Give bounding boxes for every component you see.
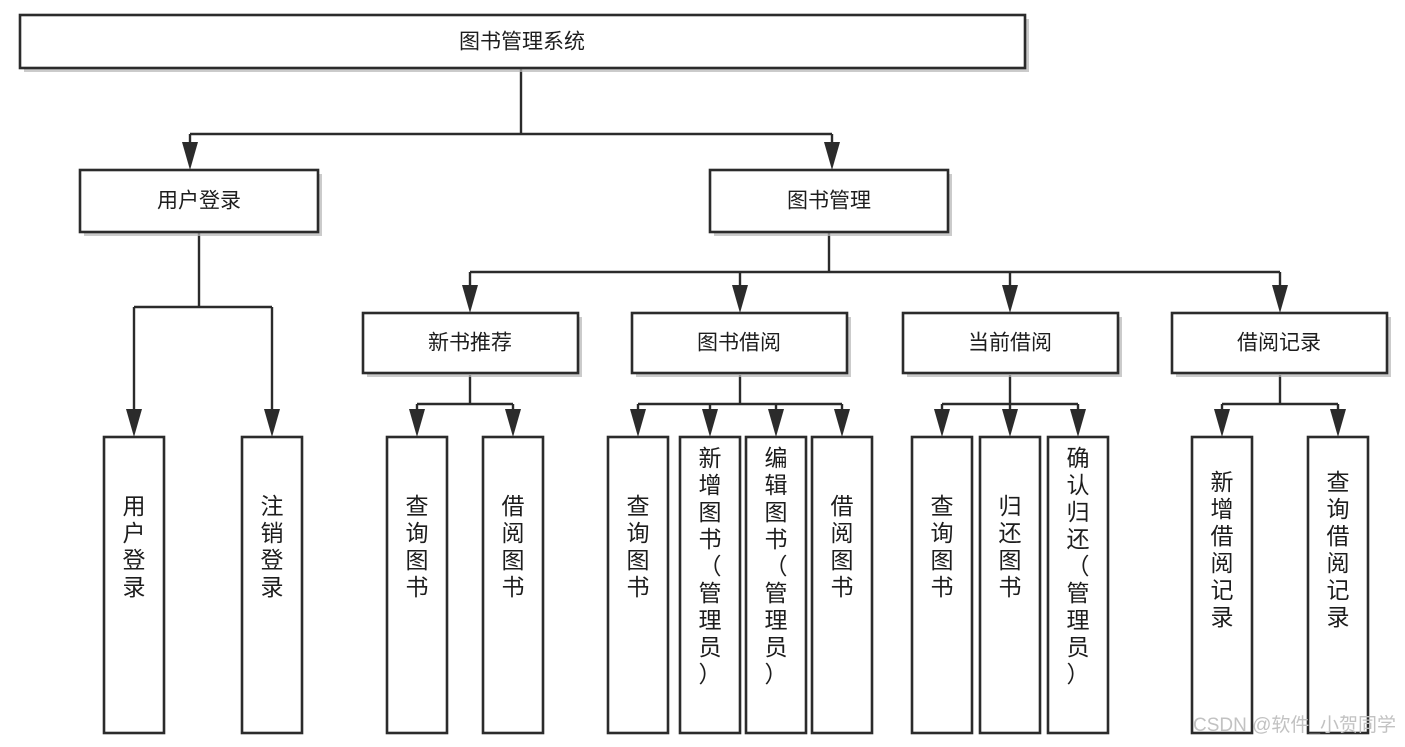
node-leaf-add-book[interactable]: 新增图书（管理员） — [678, 435, 742, 735]
arrow-head-user-login — [182, 142, 198, 170]
node-leaf-user-login-box — [102, 435, 166, 735]
node-book-borrow-label: 图书借阅 — [697, 332, 781, 355]
node-leaf-borrow-book-2-box — [810, 435, 874, 735]
node-book-management[interactable]: 图书管理 — [708, 168, 952, 236]
node-leaf-query-record[interactable]: 查询借阅记录 — [1306, 435, 1370, 735]
arrow-head-current-borrow — [1002, 285, 1018, 313]
node-borrow-record[interactable]: 借阅记录 — [1170, 311, 1391, 377]
arrow-head-leaf-borrow-book-1 — [505, 409, 521, 437]
node-leaf-query-book-3-label: 查询图书 — [931, 493, 954, 600]
node-current-borrow[interactable]: 当前借阅 — [901, 311, 1122, 377]
node-leaf-edit-book[interactable]: 编辑图书（管理员） — [744, 435, 808, 735]
arrow-head-borrow-record — [1272, 285, 1288, 313]
node-root-box — [18, 13, 1027, 70]
node-leaf-query-book-3[interactable]: 查询图书 — [910, 435, 974, 735]
node-leaf-query-book-3-box — [910, 435, 974, 735]
node-leaf-borrow-book-1-label: 借阅图书 — [502, 493, 525, 600]
arrow-head-leaf-query-book-3 — [934, 409, 950, 437]
arrow-head-leaf-add-record — [1214, 409, 1230, 437]
node-leaf-query-book-1[interactable]: 查询图书 — [385, 435, 449, 735]
arrow-head-leaf-add-book — [702, 409, 718, 437]
node-new-book-recommend[interactable]: 新书推荐 — [361, 311, 582, 377]
node-leaf-query-record-box — [1306, 435, 1370, 735]
node-leaf-borrow-book-1[interactable]: 借阅图书 — [481, 435, 545, 735]
node-leaf-user-login[interactable]: 用户登录 — [102, 435, 166, 735]
node-borrow-record-label: 借阅记录 — [1237, 332, 1321, 355]
node-leaf-add-book-box — [678, 435, 742, 735]
arrow-head-leaf-confirm-return — [1070, 409, 1086, 437]
node-leaf-add-record-box — [1190, 435, 1254, 735]
arrow-head-leaf-query-book-2 — [630, 409, 646, 437]
node-current-borrow-label: 当前借阅 — [968, 332, 1052, 355]
node-leaf-query-record-label: 查询借阅记录 — [1327, 469, 1350, 630]
node-book-management-box — [708, 168, 950, 234]
node-leaf-query-book-1-box — [385, 435, 449, 735]
arrow-head-book-management — [824, 142, 840, 170]
node-leaf-confirm-return[interactable]: 确认归还（管理员） — [1046, 435, 1110, 735]
arrow-head-leaf-borrow-book-2 — [834, 409, 850, 437]
node-leaf-user-logout-box — [240, 435, 304, 735]
node-current-borrow-box — [901, 311, 1120, 375]
node-new-book-recommend-label: 新书推荐 — [428, 332, 512, 355]
node-leaf-user-logout-label: 注销登录 — [261, 493, 284, 600]
node-leaf-return-book[interactable]: 归还图书 — [978, 435, 1042, 735]
node-leaf-user-login-label: 用户登录 — [123, 493, 146, 600]
node-leaf-query-book-1-label: 查询图书 — [406, 493, 429, 600]
node-leaf-borrow-book-2[interactable]: 借阅图书 — [810, 435, 874, 735]
arrow-head-leaf-return-book — [1002, 409, 1018, 437]
node-leaf-return-book-label: 归还图书 — [999, 493, 1022, 600]
node-leaf-edit-book-label: 编辑图书（管理员） — [765, 445, 788, 687]
node-new-book-recommend-box — [361, 311, 580, 375]
node-leaf-borrow-book-2-label: 借阅图书 — [831, 493, 854, 600]
node-leaf-add-record[interactable]: 新增借阅记录 — [1190, 435, 1254, 735]
csdn-watermark: CSDN @软件_小贺同学 — [1193, 714, 1396, 736]
node-leaf-add-record-label: 新增借阅记录 — [1211, 469, 1234, 630]
node-root-label: 图书管理系统 — [459, 31, 585, 54]
arrow-head-leaf-query-book-1 — [409, 409, 425, 437]
node-book-management-label: 图书管理 — [787, 190, 871, 213]
node-book-borrow-box — [630, 311, 849, 375]
node-user-login[interactable]: 用户登录 — [78, 168, 322, 236]
node-leaf-confirm-return-box — [1046, 435, 1110, 735]
node-leaf-return-book-box — [978, 435, 1042, 735]
node-book-borrow[interactable]: 图书借阅 — [630, 311, 851, 377]
node-user-login-box — [78, 168, 320, 234]
node-leaf-borrow-book-1-box — [481, 435, 545, 735]
node-leaf-query-book-2-box — [606, 435, 670, 735]
arrow-head-book-borrow — [732, 285, 748, 313]
arrow-head-new-book-recommend — [462, 285, 478, 313]
node-user-login-label: 用户登录 — [157, 190, 241, 213]
arrow-head-leaf-query-record — [1330, 409, 1346, 437]
connector-layer — [126, 68, 1346, 437]
arrow-head-leaf-user-login — [126, 409, 142, 437]
node-leaf-user-logout[interactable]: 注销登录 — [240, 435, 304, 735]
arrow-head-leaf-user-logout — [264, 409, 280, 437]
node-leaf-add-book-label: 新增图书（管理员） — [699, 445, 722, 687]
node-borrow-record-box — [1170, 311, 1389, 375]
node-leaf-query-book-2-label: 查询图书 — [627, 493, 650, 600]
node-leaf-confirm-return-label: 确认归还（管理员） — [1067, 445, 1090, 687]
arrow-head-leaf-edit-book — [768, 409, 784, 437]
node-root[interactable]: 图书管理系统 — [18, 13, 1029, 72]
node-leaf-edit-book-box — [744, 435, 808, 735]
node-leaf-query-book-2[interactable]: 查询图书 — [606, 435, 670, 735]
